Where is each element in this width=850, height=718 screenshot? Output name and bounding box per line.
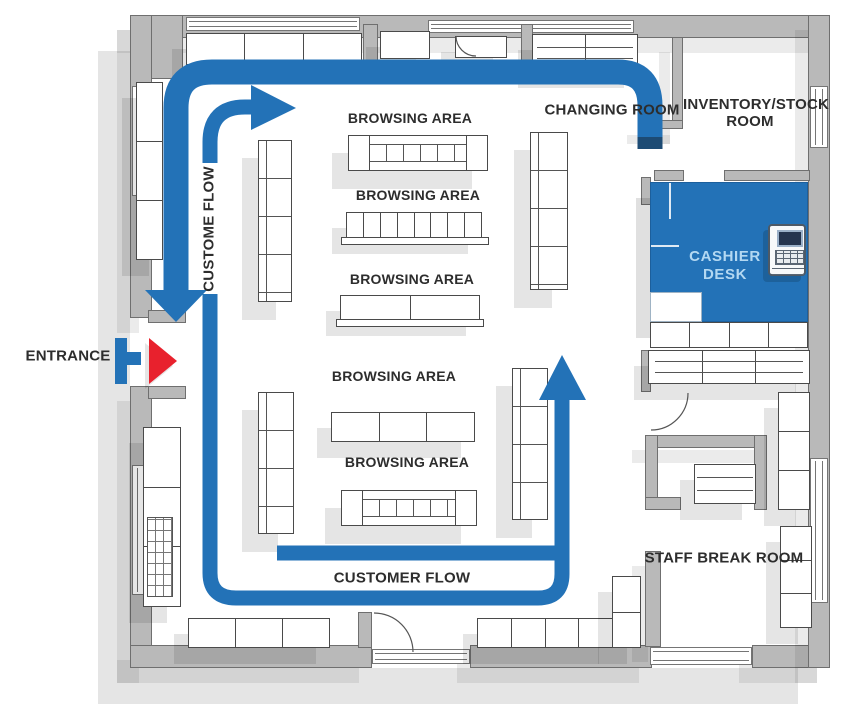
- cashier-notch: [650, 292, 702, 322]
- wall-office-foot: [645, 497, 681, 510]
- entrance-arrow-icon: [149, 338, 177, 384]
- shelf-backroom-top: [648, 350, 810, 384]
- register-keypad: [775, 250, 804, 265]
- wall-breakroom-left: [645, 551, 661, 647]
- wall-rail-top-left: [186, 17, 360, 31]
- flow-inner-top-path: [202, 99, 251, 163]
- register-base: [772, 268, 804, 275]
- cashier-door-mark-v: [669, 183, 671, 219]
- label-customer-flow-vertical: CUSTOME FLOW: [200, 166, 218, 292]
- shelf-browsing-2-base: [341, 237, 489, 245]
- shelf-top-3: [455, 36, 507, 58]
- label-staff-break-room: STAFF BREAK ROOM: [644, 549, 804, 567]
- label-browsing-area-1: BROWSING AREA: [347, 110, 473, 126]
- window-bottom: [650, 647, 752, 665]
- label-inventory-room: INVENTORY/STOCK ROOM: [683, 96, 830, 130]
- door-arc-bottom: [373, 612, 414, 653]
- shelf-left-wall-upper: [136, 82, 163, 260]
- shelf-bottom-left: [188, 618, 330, 648]
- shelf-top-2: [380, 31, 430, 59]
- cash-register-icon: [768, 224, 806, 276]
- gondola-upper-mid: [530, 132, 568, 290]
- door-arc-backroom: [650, 392, 689, 431]
- gondola-upper-left: [258, 140, 292, 302]
- shelf-browsing-1: [348, 135, 488, 171]
- entrance-marker-bar: [115, 338, 127, 384]
- flow-arrowhead-down: [145, 290, 207, 322]
- cashier-counter: [650, 322, 808, 348]
- label-browsing-area-5: BROWSING AREA: [344, 454, 470, 470]
- gondola-lower-mid: [512, 368, 548, 520]
- flow-arrowhead-up: [539, 355, 586, 400]
- shelf-browsing-4: [331, 412, 475, 442]
- wall-cashier-top-a: [654, 170, 684, 181]
- office-desk: [694, 464, 756, 504]
- shelf-right-wall-1: [778, 392, 810, 510]
- label-customer-flow-bottom: CUSTOMER FLOW: [333, 569, 471, 587]
- window-right-upper: [810, 86, 828, 148]
- entrance-marker-stub: [127, 352, 141, 365]
- wall-cashier-top-b: [724, 170, 810, 181]
- label-cashier-desk: CASHIER DESK: [689, 248, 761, 283]
- shelf-bottom-vertical: [612, 576, 641, 648]
- label-browsing-area-3: BROWSING AREA: [349, 271, 475, 287]
- door-arc-top: [455, 35, 477, 57]
- cashier-door-mark-h: [651, 245, 679, 247]
- shelf-browsing-5: [341, 490, 477, 526]
- label-browsing-area-2: BROWSING AREA: [355, 187, 481, 203]
- gondola-lower-left: [258, 392, 294, 534]
- label-entrance: ENTRANCE: [25, 347, 111, 365]
- register-screen: [777, 230, 803, 247]
- door-threshold-bottom: [372, 649, 470, 664]
- shelf-browsing-3-base: [336, 319, 484, 327]
- flow-inner-bottom-path: [202, 294, 570, 606]
- flow-arrowhead-right: [251, 85, 296, 130]
- label-changing-room: CHANGING ROOM: [544, 101, 680, 119]
- shelf-left-hatch: [147, 517, 173, 597]
- flow-outer-path: [163, 59, 663, 296]
- shelf-right-wall-2: [780, 526, 812, 628]
- door-post-bottom: [358, 612, 372, 648]
- label-browsing-area-4: BROWSING AREA: [331, 368, 457, 384]
- wall-left-lower-return: [148, 386, 186, 399]
